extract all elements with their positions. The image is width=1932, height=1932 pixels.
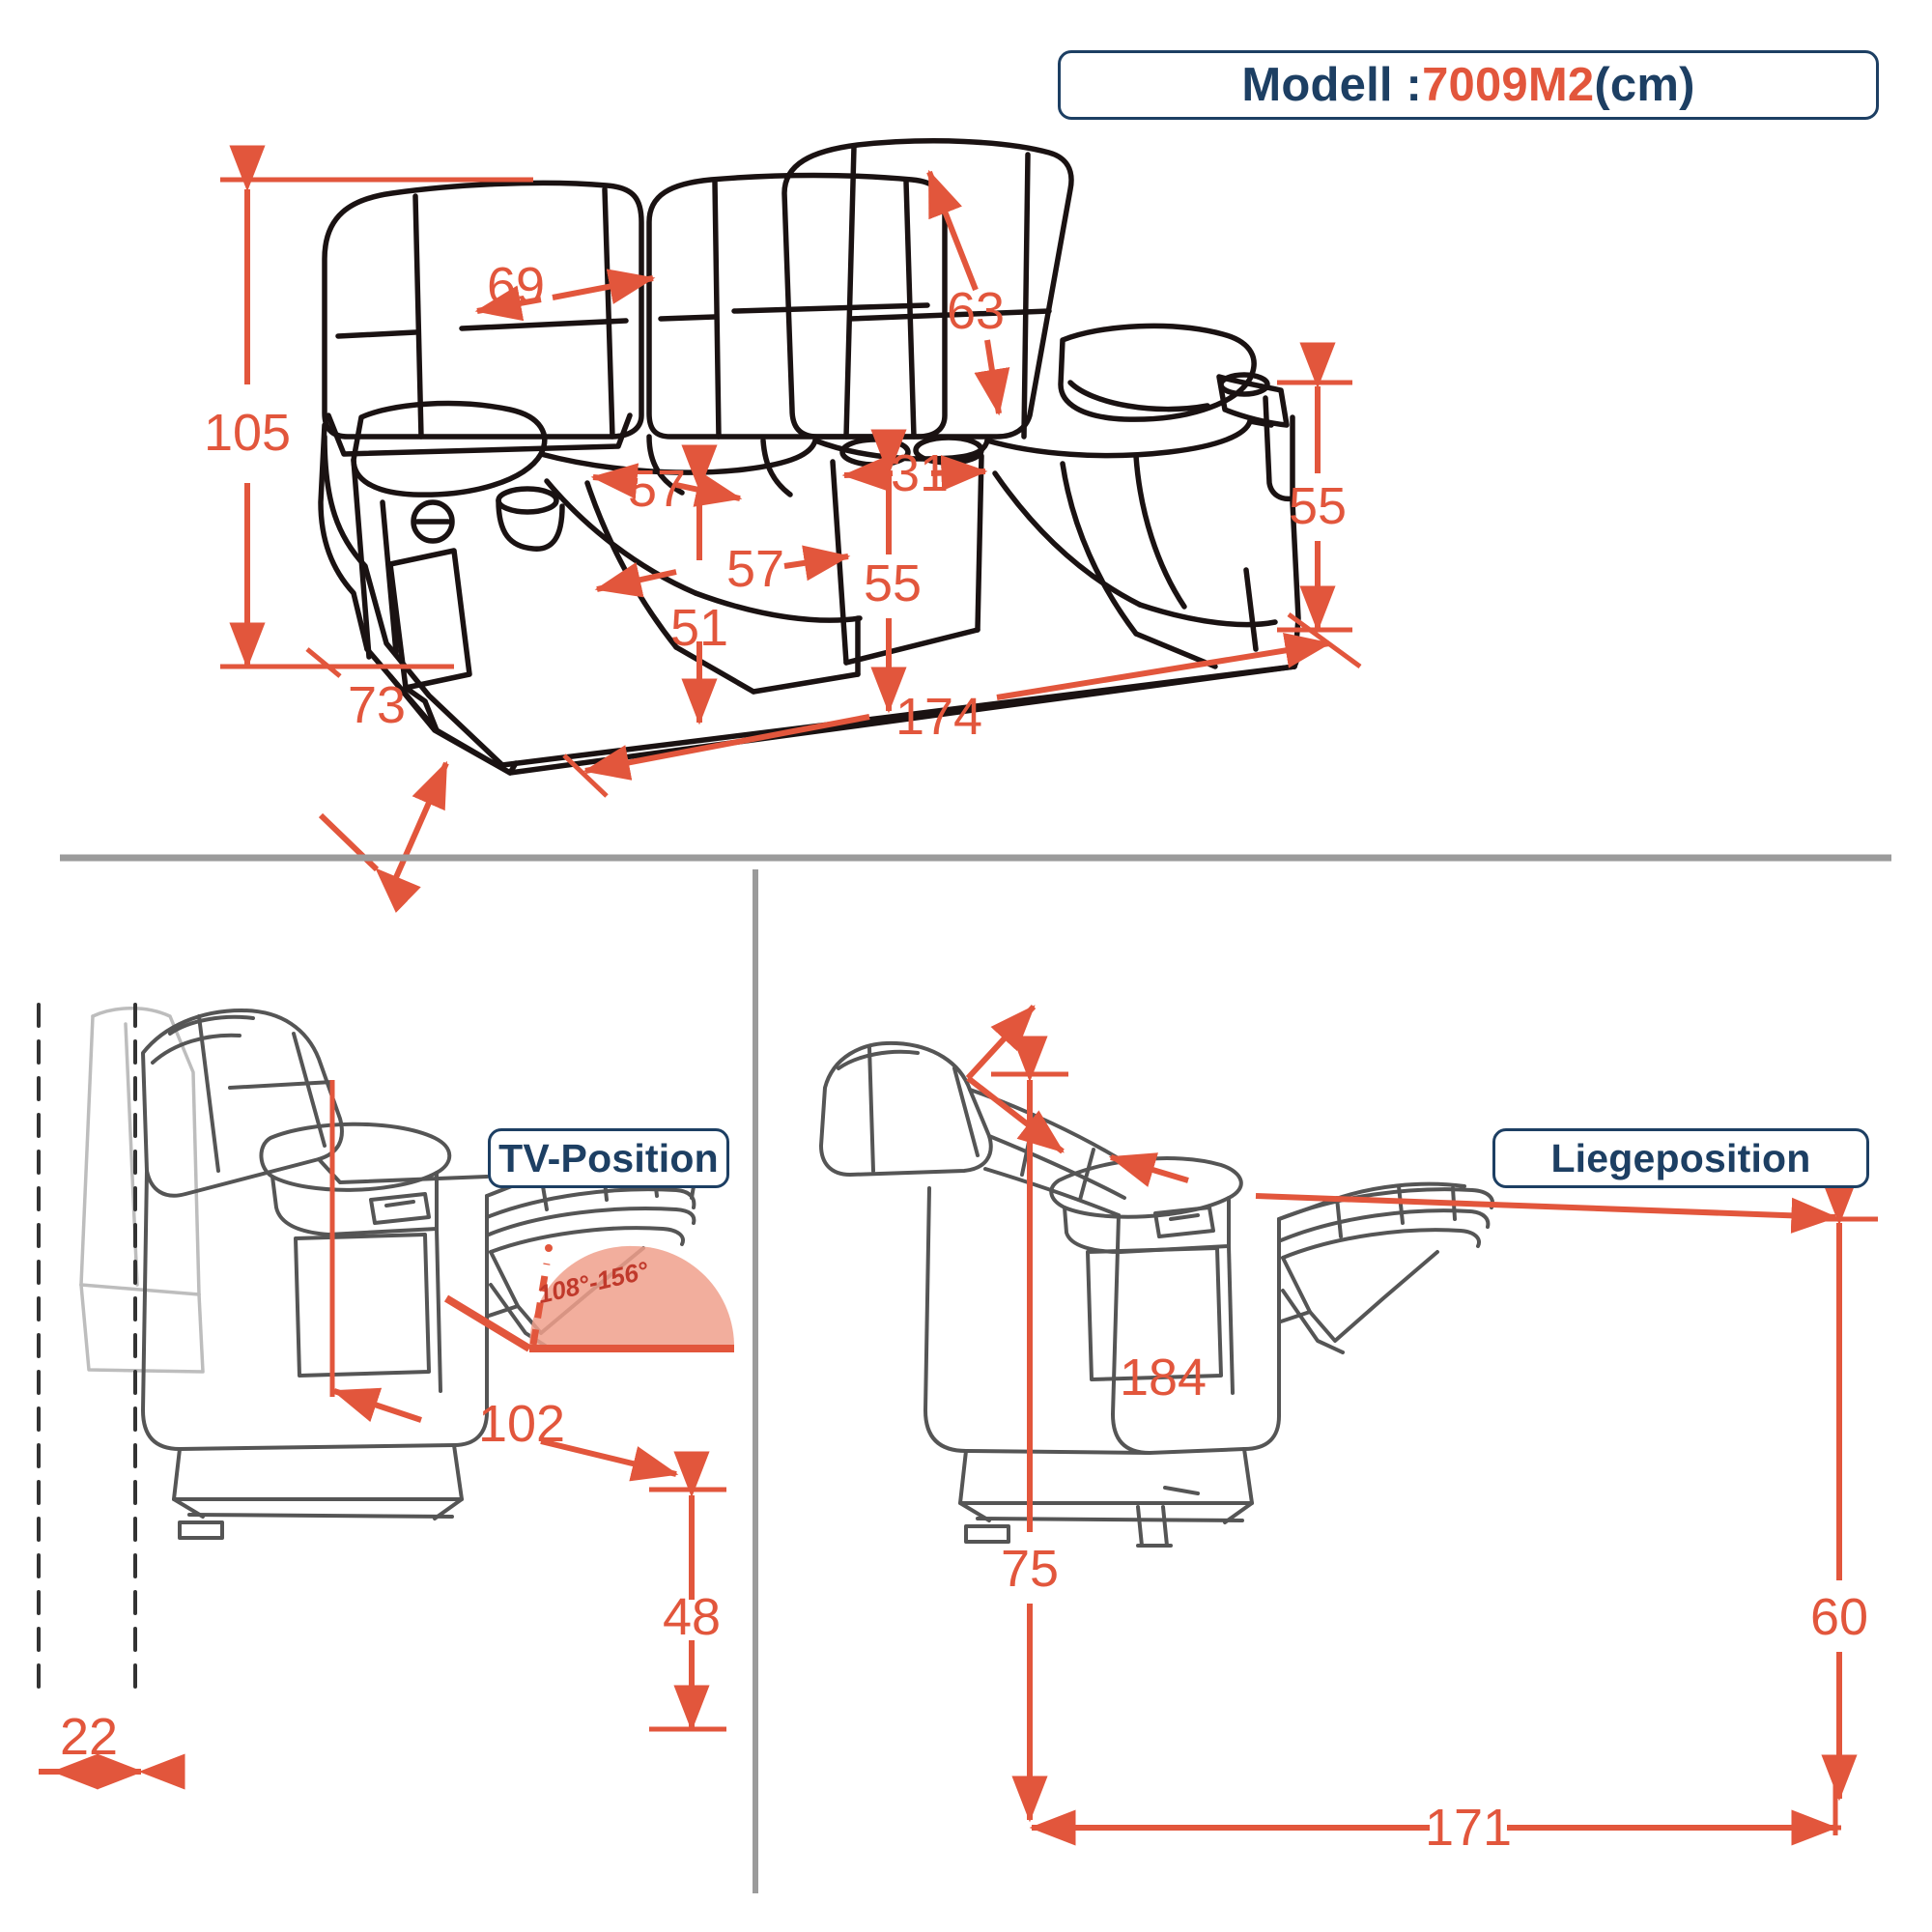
dimension-75: 75 <box>1000 1540 1060 1598</box>
dimension-69: 69 <box>486 257 546 315</box>
model-value: 7009M2 <box>1422 59 1595 111</box>
dimension-51: 51 <box>669 599 729 657</box>
dimension-22: 22 <box>59 1708 119 1766</box>
dimension-48: 48 <box>662 1588 722 1646</box>
dimension-arrows-tv <box>39 1080 726 1790</box>
liegeposition-title: Liegeposition <box>1550 1135 1811 1180</box>
dimension-31: 31 <box>890 444 950 502</box>
dimension-55-right: 55 <box>1288 477 1348 535</box>
dimension-57-depth: 57 <box>627 460 687 518</box>
tv-position-title-badge: TV-Position <box>488 1128 729 1188</box>
panel-dividers <box>60 854 1891 1893</box>
dimension-57-width: 57 <box>725 540 785 598</box>
dimension-63: 63 <box>946 282 1006 340</box>
model-badge: Modell : 7009M2(cm) <box>1058 50 1879 120</box>
dimension-60: 60 <box>1809 1588 1869 1646</box>
dimension-102: 102 <box>477 1395 566 1453</box>
model-label: Modell : <box>1241 59 1423 111</box>
recline-angle-indicator <box>443 1244 735 1352</box>
dimension-arrows-liege <box>965 1004 1878 1846</box>
dimension-174: 174 <box>895 688 983 746</box>
dimension-105: 105 <box>203 404 292 462</box>
tv-position-title: TV-Position <box>498 1135 719 1180</box>
model-unit: (cm) <box>1594 59 1695 111</box>
dimension-55-console: 55 <box>863 554 923 612</box>
liegeposition-title-badge: Liegeposition <box>1492 1128 1869 1188</box>
dimension-73: 73 <box>347 676 407 734</box>
dimension-171: 171 <box>1424 1799 1513 1857</box>
dimension-184: 184 <box>1119 1349 1208 1406</box>
dimension-arrows-main <box>220 145 1362 914</box>
sofa-outline-main <box>318 138 1303 776</box>
recliner-lying-position-outline <box>819 1040 1494 1548</box>
